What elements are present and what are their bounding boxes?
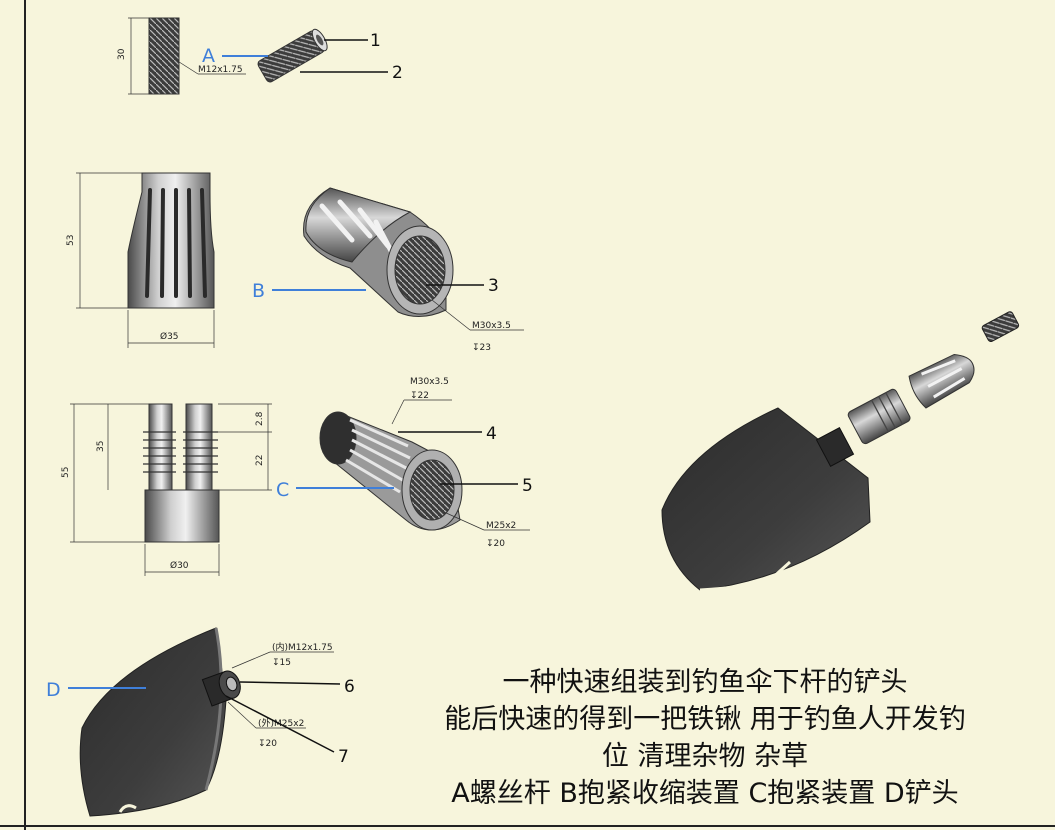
part-c-side-view: 55 35 2.8 22 Ø30 (61, 403, 272, 576)
part-b-height-dim: 53 (66, 235, 76, 246)
part-c-outer-thread-spec: M30x3.5 (410, 377, 449, 387)
caption-line-1: 一种快速组装到钓鱼伞下杆的铲头 (502, 667, 908, 698)
caption-line-3: 位 清理杂物 杂草 (601, 741, 809, 772)
part-c-inner-thread-spec: M25x2 (486, 521, 516, 531)
part-a-length-dim: 30 (117, 48, 127, 60)
part-c-thread-length-dim: 22 (255, 455, 265, 466)
part-b-iso-view: M30x3.5 ↧23 (303, 187, 524, 353)
callout-5: 5 (522, 476, 533, 496)
part-d-inner-thread-depth: ↧15 (272, 658, 291, 668)
part-c-iso-view: M30x3.5 ↧22 M25x2 ↧20 (319, 377, 530, 549)
callout-1: 1 (370, 31, 381, 51)
part-b-thread-spec: M30x3.5 (472, 321, 511, 331)
part-d-outer-thread-depth: ↧20 (258, 739, 277, 749)
part-c-inner-thread-depth: ↧20 (486, 539, 505, 549)
part-c-upper-height-dim: 35 (96, 441, 106, 452)
part-c-letter: C (276, 479, 289, 501)
part-b-letter: B (252, 280, 265, 302)
part-c-outer-thread-depth: ↧22 (410, 391, 429, 401)
callout-3: 3 (488, 276, 499, 296)
part-d-shovel-view: (内)M12x1.75 ↧15 (外)M25x2 ↧20 (79, 627, 334, 817)
part-a-thread-spec: M12x1.75 (198, 65, 243, 75)
callout-6: 6 (344, 677, 355, 697)
caption-line-2: 能后快速的得到一把铁锹 用于钓鱼人开发钓 (444, 704, 966, 735)
part-b-diameter-dim: Ø35 (160, 331, 179, 342)
part-d-inner-thread-spec: (内)M12x1.75 (272, 641, 333, 653)
part-b-side-view: 53 Ø35 (66, 172, 215, 348)
part-a-side-view: 30 M12x1.75 (117, 17, 246, 95)
part-a-letter: A (202, 45, 215, 67)
caption-line-4: A螺丝杆 B抱紧收缩装置 C抱紧装置 D铲头 (451, 778, 959, 809)
part-c-gap-dim: 2.8 (255, 411, 265, 426)
part-d-letter: D (46, 679, 61, 701)
callout-7: 7 (338, 747, 349, 767)
part-c-diameter-dim: Ø30 (170, 560, 189, 571)
part-c-total-height-dim: 55 (61, 467, 71, 478)
callout-4: 4 (486, 424, 497, 444)
description-caption: 一种快速组装到钓鱼伞下杆的铲头 能后快速的得到一把铁锹 用于钓鱼人开发钓 位 清… (370, 664, 1040, 812)
part-a-iso-view (257, 28, 328, 83)
part-d-outer-thread-spec: (外)M25x2 (258, 717, 304, 729)
assembly-exploded-view (661, 311, 1020, 592)
part-b-thread-depth: ↧23 (472, 343, 491, 353)
callout-2: 2 (392, 63, 403, 83)
